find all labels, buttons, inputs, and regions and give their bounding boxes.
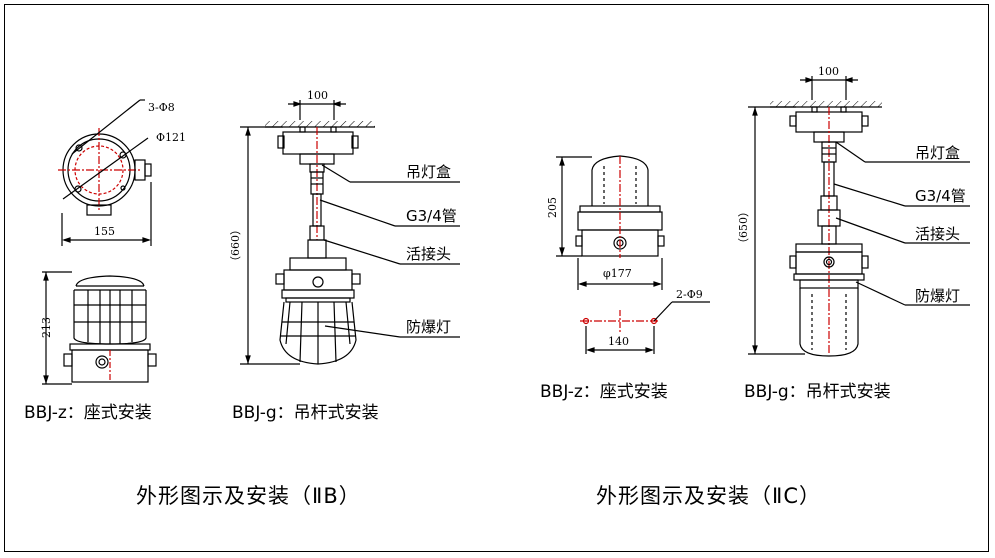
- dim-mount-width-iib: 100: [307, 89, 328, 102]
- dim-mount-width-iic: 100: [818, 65, 839, 78]
- top-view-iib: [58, 99, 152, 246]
- callout-pipe-iib: G3/4管: [406, 207, 457, 225]
- callout-pipe-iic: G3/4管: [915, 187, 966, 205]
- dim-base-width-iib: 155: [94, 225, 115, 238]
- seat-mount-iib: [42, 271, 157, 385]
- dim-hole-spacing-iic: 140: [608, 335, 629, 348]
- pendant-mount-iic: [748, 76, 970, 357]
- seat-mount-iic: [556, 155, 710, 354]
- dim-base-diameter-iic: φ177: [603, 267, 632, 280]
- caption-pendant-iib: BBJ-g：吊杆式安装: [232, 403, 379, 423]
- dim-holes-iib: 3-Φ8: [148, 101, 175, 114]
- caption-pendant-iic: BBJ-g：吊杆式安装: [744, 382, 891, 402]
- dim-diameter-iib: Φ121: [156, 131, 187, 144]
- dim-base-height-iic: 205: [546, 197, 559, 218]
- callout-lamp-iib: 防爆灯: [406, 318, 452, 336]
- callout-joint-iib: 活接头: [406, 245, 452, 263]
- callout-box-iib: 吊灯盒: [406, 163, 452, 181]
- title-iib: 外形图示及安装（ⅡB）: [136, 484, 361, 508]
- callout-box-iic: 吊灯盒: [915, 144, 961, 162]
- caption-seat-iib: BBJ-z：座式安装: [24, 403, 152, 423]
- dim-total-height-iib: （660）: [229, 224, 242, 267]
- caption-seat-iic: BBJ-z：座式安装: [540, 382, 668, 402]
- dim-holes-iic: 2-Φ9: [676, 288, 703, 301]
- callout-lamp-iic: 防爆灯: [915, 287, 961, 305]
- title-iic: 外形图示及安装（ⅡC）: [596, 484, 821, 508]
- dim-base-height-iib: 213: [40, 317, 53, 338]
- callout-joint-iic: 活接头: [915, 225, 961, 243]
- dim-total-height-iic: （650）: [737, 206, 750, 249]
- pendant-mount-iib: [240, 100, 460, 365]
- drawing-frame: [4, 4, 989, 552]
